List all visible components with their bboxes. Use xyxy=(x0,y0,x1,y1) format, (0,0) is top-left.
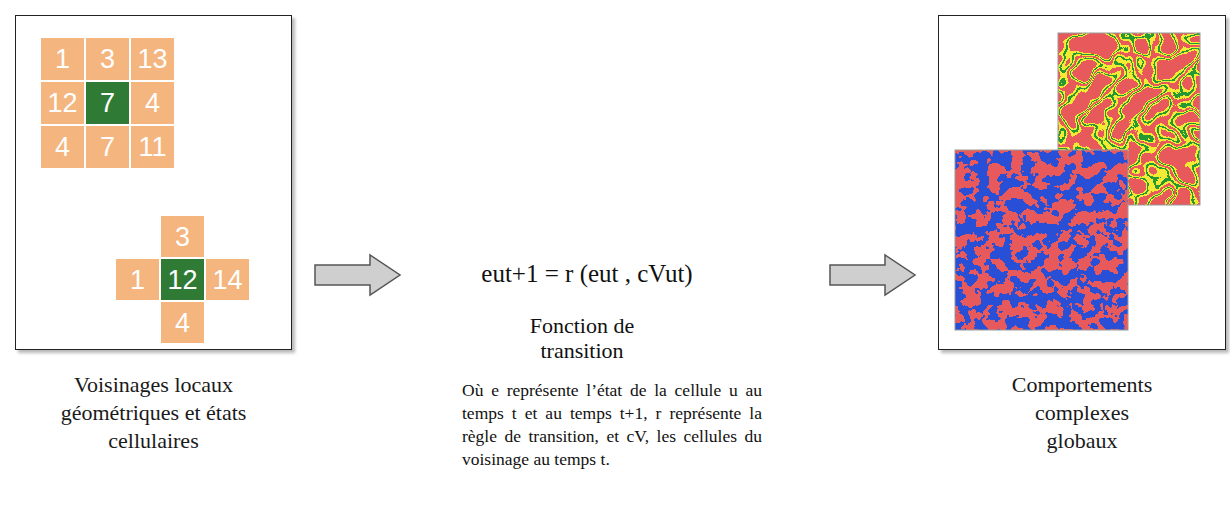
grid-cell: 4 xyxy=(41,126,84,168)
block-arrow xyxy=(830,255,915,295)
cell-number: 7 xyxy=(100,132,115,162)
image-border xyxy=(955,150,1128,330)
grid-cell: 12 xyxy=(41,82,84,124)
grid-cell: 13 xyxy=(131,38,174,80)
grid-cell: 14 xyxy=(206,259,249,300)
grid-cell: 7 xyxy=(86,82,129,124)
formula-title: Fonction de transition xyxy=(517,313,647,363)
grid-cell: 4 xyxy=(131,82,174,124)
grid-cell: 7 xyxy=(86,126,129,168)
cell-number: 4 xyxy=(145,88,160,118)
cell-number: 7 xyxy=(100,88,115,118)
cell-number: 14 xyxy=(212,265,242,295)
grid-cell: 1 xyxy=(41,38,84,80)
panel-caption: Comportements complexes globaux xyxy=(1002,371,1162,455)
grid-cell: 3 xyxy=(161,216,204,257)
cell-number: 13 xyxy=(137,44,167,74)
grid-cell: 11 xyxy=(131,126,174,168)
cell-number: 11 xyxy=(138,132,166,162)
formula-block: eut+1 = r (eut , cVut) Fonction de transi… xyxy=(462,259,762,471)
block-arrow xyxy=(315,255,400,295)
panel-caption: Voisinages locaux géométriques et états … xyxy=(59,371,249,455)
cell-number: 4 xyxy=(175,308,190,338)
cell-number: 3 xyxy=(175,222,190,252)
pattern-image xyxy=(955,150,1128,330)
panel-box: Voisinages locaux géométriques et états … xyxy=(15,15,292,350)
cell-number: 1 xyxy=(130,265,145,295)
grid-cell: 3 xyxy=(86,38,129,80)
grid-cell: 12 xyxy=(161,259,204,300)
transition-formula: eut+1 = r (eut , cVut) xyxy=(462,259,712,289)
grid-cell: 4 xyxy=(161,302,204,343)
cell-number: 3 xyxy=(100,44,115,74)
panel-box: Comportements complexes globaux xyxy=(938,15,1226,350)
formula-note: Où e représente l’état de la cellule u a… xyxy=(462,379,762,471)
cell-number: 12 xyxy=(47,88,77,118)
cell-number: 1 xyxy=(55,44,70,74)
cell-number: 12 xyxy=(167,265,197,295)
cell-number: 4 xyxy=(55,132,70,162)
grid-cell: 1 xyxy=(116,259,159,300)
